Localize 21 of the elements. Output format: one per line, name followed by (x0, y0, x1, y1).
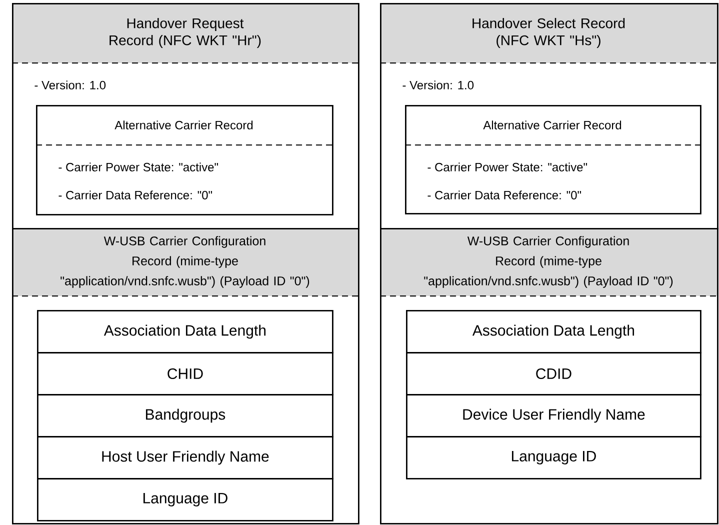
field-cell: Bandgroups (37, 394, 334, 438)
field-cell: Language ID (406, 436, 702, 480)
field-text: - Carrier Power State: "active" (58, 162, 218, 172)
field-text: - Version: 1.0 (402, 80, 474, 90)
record-title: Handover Request Record (NFC WKT "Hr") (110, 18, 261, 48)
record-title: Alternative Carrier Record (483, 120, 622, 130)
record-title: Handover Select Record (NFC WKT "Hs") (472, 18, 625, 48)
field-cell: Device User Friendly Name (406, 394, 702, 438)
field-text: - Carrier Data Reference: "0" (428, 190, 582, 200)
record-title: W-USB Carrier Configuration Record (mime-type "application/vnd.snfc.wusb") (Payload ID "0") (424, 236, 673, 288)
field-cell: Language ID (37, 478, 334, 522)
field-text: - Version: 1.0 (34, 80, 106, 90)
field-cell: CHID (37, 352, 334, 396)
record-title: Alternative Carrier Record (114, 120, 253, 130)
record-title: W-USB Carrier Configuration Record (mime-type "application/vnd.snfc.wusb") (Payload ID "0") (60, 236, 310, 288)
field-cell: Association Data Length (406, 310, 702, 354)
field-text: - Carrier Power State: "active" (428, 162, 588, 172)
field-cell: Host User Friendly Name (37, 436, 334, 480)
field-cell: Association Data Length (37, 310, 334, 354)
field-cell: CDID (406, 352, 702, 396)
field-text: - Carrier Data Reference: "0" (58, 190, 212, 200)
